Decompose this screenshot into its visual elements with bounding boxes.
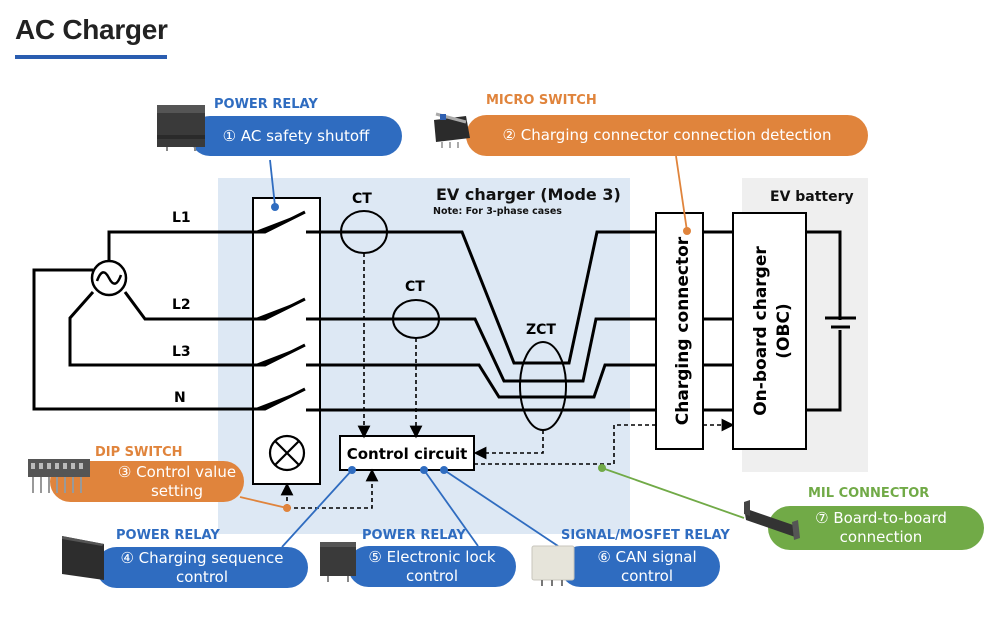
power-relay-block: [252, 197, 321, 485]
callout-1-category: POWER RELAY: [214, 97, 318, 112]
title-underline: [15, 55, 167, 59]
callout-7-category: MIL CONNECTOR: [808, 486, 930, 501]
obc-label-2: (OBC): [774, 303, 794, 358]
callout-5-category: POWER RELAY: [362, 528, 466, 543]
ac-source-icon: [90, 259, 128, 297]
callout-4-pill: ④ Charging sequence control: [96, 547, 308, 588]
wires-connector-obc: [703, 230, 733, 412]
power-relay-icon: [157, 105, 205, 151]
line-label-l3: L3: [172, 344, 191, 360]
leader-7: [601, 467, 745, 519]
callout-6-text-1: ⑥ CAN signal: [597, 547, 697, 566]
callout-1-text: ① AC safety shutoff: [222, 126, 370, 145]
signal-relay-icon: [531, 545, 575, 586]
callout-1-pill: ① AC safety shutoff: [190, 116, 402, 156]
callout-7-text-2: connection: [839, 528, 923, 546]
wire-l2-source: [123, 291, 265, 321]
obc-box: [732, 212, 807, 450]
wire-l3: [306, 363, 656, 399]
wire-l2: [306, 317, 656, 383]
callout-3-text-2: setting: [150, 481, 203, 500]
power-relay-icon-3: [320, 542, 356, 582]
callout-4-category: POWER RELAY: [116, 528, 220, 543]
ct-label-1: CT: [352, 191, 372, 207]
leader-3: [239, 496, 288, 509]
leader-5: [423, 469, 479, 547]
battery-icon: [825, 316, 856, 329]
line-label-l1: L1: [172, 210, 191, 226]
zct-label: ZCT: [526, 322, 556, 338]
callout-6-text-2: control: [621, 566, 673, 585]
leader-1: [269, 159, 276, 207]
ev-charger-note: Note: For 3-phase cases: [433, 206, 562, 217]
lamp-icon: [268, 434, 306, 472]
callout-2-text: ② Charging connector connection detectio…: [502, 126, 832, 144]
leader-4: [281, 469, 353, 548]
callout-7-pill: ⑦ Board-to-board connection: [768, 506, 984, 550]
ev-battery-label: EV battery: [770, 189, 854, 205]
callout-2-pill: ② Charging connector connection detectio…: [466, 115, 868, 156]
leader-6: [443, 469, 559, 547]
line-label-l2: L2: [172, 297, 191, 313]
callout-2-category: MICRO SWITCH: [486, 93, 597, 108]
mil-connector-icon: [744, 500, 800, 540]
callout-7-text-1: ⑦ Board-to-board: [815, 509, 947, 527]
callout-5-pill: ⑤ Electronic lock control: [348, 546, 516, 587]
wire-n-source: [32, 268, 265, 411]
callout-6-category: SIGNAL/MOSFET RELAY: [561, 528, 730, 543]
ev-charger-label: EV charger (Mode 3): [436, 185, 621, 204]
power-relay-icon-2: [62, 536, 104, 580]
callout-5-text-1: ⑤ Electronic lock: [368, 547, 496, 566]
callout-3-text-1: ③ Control value: [117, 462, 237, 481]
micro-switch-icon: [434, 112, 470, 148]
charging-connector-box: [655, 212, 704, 450]
callout-4-text-1: ④ Charging sequence: [120, 548, 284, 567]
wire-l1-source: [107, 230, 265, 262]
wires-obc-battery: [806, 230, 842, 412]
page-title: AC Charger: [15, 14, 168, 45]
line-label-n: N: [174, 390, 186, 406]
dip-switch-icon: [28, 459, 90, 493]
callout-5-text-2: control: [406, 566, 458, 585]
wire-l1: [306, 230, 656, 365]
callout-6-pill: ⑥ CAN signal control: [560, 546, 720, 587]
wire-l3-source: [68, 291, 265, 367]
leader-2: [675, 155, 688, 232]
obc-label-1: On-board charger: [751, 246, 771, 416]
control-circuit-label: Control circuit: [347, 445, 468, 463]
charging-connector-label: Charging connector: [673, 236, 693, 425]
callout-4-text-2: control: [176, 567, 228, 586]
callout-3-category: DIP SWITCH: [95, 445, 183, 460]
ct-label-2: CT: [405, 279, 425, 295]
